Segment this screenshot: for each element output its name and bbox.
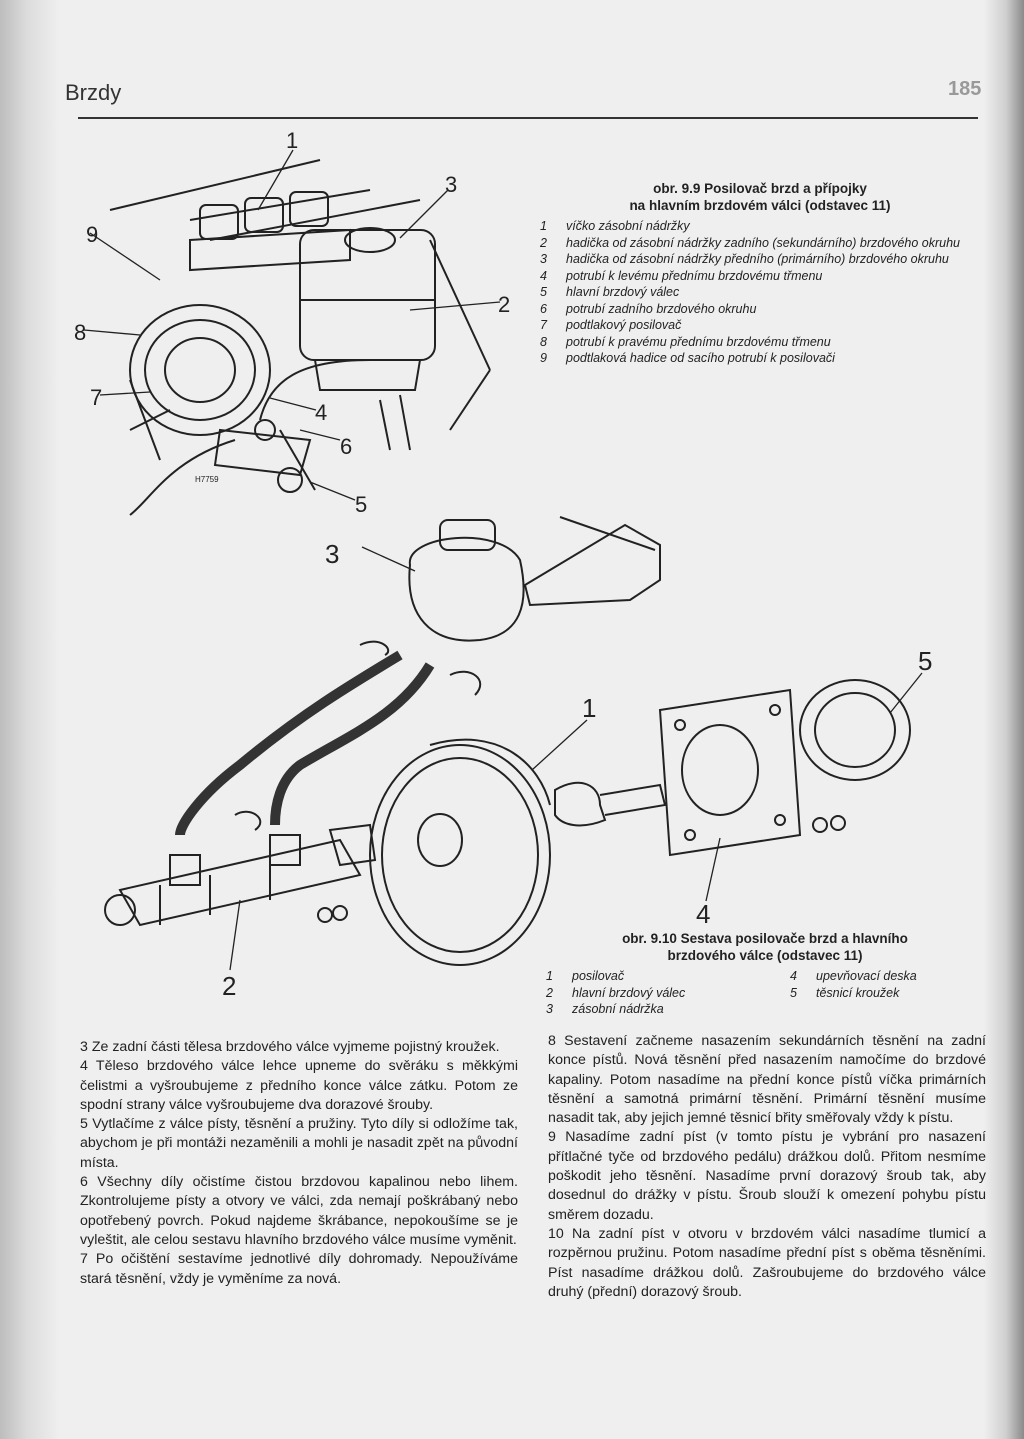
legend-number: 2 (540, 235, 547, 250)
figure-9-9-drawing: 1 9 3 2 8 7 4 6 5 H7759 (74, 130, 510, 517)
legend-text: posilovač (572, 969, 625, 983)
fig9-callout-1: 1 (286, 130, 298, 153)
legend-number: 2 (546, 985, 553, 1000)
legend-number: 3 (546, 1002, 553, 1016)
legend-item: 5 těsnicí kroužek (790, 985, 970, 1002)
legend-item: 4 upevňovací deska (790, 968, 970, 985)
fig10-callout-2: 2 (222, 971, 236, 1001)
legend-text: hadička od zásobní nádržky předního (pri… (566, 252, 949, 266)
legend-text: potrubí k levému přednímu brzdovému třme… (566, 268, 823, 283)
legend-item: 3 hadička od zásobní nádržky předního (pr… (540, 251, 970, 268)
body-paragraph: 8 Sestavení začneme nasazením sekundární… (548, 1033, 986, 1127)
body-paragraph: 10 Na zadní píst v otvoru v brzdovém vál… (548, 1225, 986, 1300)
body-paragraph: 5 Vytlačíme z válce písty, těsnění a pru… (80, 1116, 518, 1171)
fig10-callout-5: 5 (918, 646, 932, 676)
body-text-right-column: 8 Sestavení začneme nasazením sekundární… (548, 1032, 986, 1302)
legend-number: 4 (540, 268, 547, 283)
legend-item: 2 hadička od zásobní nádržky zadního (sek… (540, 235, 970, 252)
legend-number: 1 (546, 969, 553, 983)
legend-text: hadička od zásobní nádržky zadního (seku… (566, 235, 961, 250)
figure-9-9-caption-title: obr. 9.9 Posilovač brzd a přípojky na hl… (629, 181, 891, 213)
fig9-callout-2: 2 (498, 292, 510, 317)
legend-number: 8 (540, 334, 547, 349)
figure-9-10-caption-title: obr. 9.10 Sestava posilovače brzd a hlav… (622, 931, 908, 963)
legend-number: 1 (540, 219, 547, 233)
legend-text: hlavní brzdový válec (572, 985, 686, 1000)
legend-number: 6 (540, 301, 547, 316)
legend-text: zásobní nádržka (572, 1002, 664, 1016)
section-title: Brzdy (65, 80, 122, 105)
legend-text: těsnicí kroužek (816, 985, 900, 1000)
page-edge-shadow (984, 0, 1024, 1439)
figure-9-9-legend: 1 víčko zásobní nádržky 2 hadička od zásobn… (540, 218, 970, 367)
legend-number: 5 (540, 285, 547, 299)
figure-9-10-legend-left: 1 posilovač 2 hlavní brzdový válec 3 zásobní … (546, 968, 776, 1018)
legend-item: 8 potrubí k pravému přednímu brzdovému tř… (540, 334, 970, 351)
body-paragraph: 3 Ze zadní části tělesa brzdového válce … (80, 1039, 500, 1055)
figure-9-10-legend-right: 4 upevňovací deska 5 těsnicí kroužek (790, 968, 970, 1001)
fig9-callout-9: 9 (86, 222, 98, 247)
page-number: 185 (948, 78, 982, 100)
legend-item: 1 posilovač (546, 968, 776, 985)
fig9-callout-6: 6 (340, 434, 352, 459)
body-paragraph: 4 Těleso brzdového válce lehce upneme do… (80, 1058, 518, 1113)
legend-item: 2 hlavní brzdový válec (546, 985, 776, 1002)
fig9-callout-4: 4 (315, 400, 327, 425)
legend-item: 7 podtlakový posilovač (540, 317, 970, 334)
fig9-ref-code: H7759 (195, 475, 219, 484)
fig9-callout-7: 7 (90, 385, 102, 410)
legend-item: 9 podtlaková hadice od sacího potrubí k p… (540, 350, 970, 367)
body-paragraph: 7 Po očištění sestavíme jednotlivé díly … (80, 1251, 518, 1287)
body-text-left-column: 3 Ze zadní části tělesa brzdového válce … (80, 1038, 518, 1289)
fig10-callout-1: 1 (582, 693, 596, 723)
fig10-callout-4: 4 (696, 899, 710, 929)
legend-number: 5 (790, 985, 797, 1000)
header-rule (78, 117, 978, 119)
legend-item: 4 potrubí k levému přednímu brzdovému třm… (540, 268, 970, 285)
legend-text: podtlakový posilovač (566, 318, 682, 332)
legend-item: 5 hlavní brzdový válec (540, 284, 970, 301)
legend-text: podtlaková hadice od sacího potrubí k po… (566, 351, 835, 365)
body-paragraph: 6 Všechny díly očistíme čistou brzdovou … (80, 1174, 518, 1248)
fig9-callout-3: 3 (445, 172, 457, 197)
legend-number: 7 (540, 318, 547, 332)
legend-number: 3 (540, 252, 547, 266)
legend-item: 1 víčko zásobní nádržky (540, 218, 970, 235)
legend-text: potrubí zadního brzdového okruhu (566, 301, 757, 316)
fig10-callout-3: 3 (325, 539, 339, 569)
figure-9-10-drawing: 3 5 1 4 2 (104, 516, 932, 1001)
body-paragraph: 9 Nasadíme zadní píst (v tomto pístu je … (548, 1129, 986, 1223)
legend-text: upevňovací deska (816, 969, 917, 983)
legend-number: 9 (540, 351, 547, 365)
legend-item: 6 potrubí zadního brzdového okruhu (540, 301, 970, 318)
page-gutter-shadow (0, 0, 60, 1439)
legend-text: víčko zásobní nádržky (566, 219, 690, 233)
legend-text: potrubí k pravému přednímu brzdovému třm… (566, 334, 831, 349)
fig9-callout-8: 8 (74, 320, 86, 345)
legend-number: 4 (790, 969, 797, 983)
fig9-callout-5: 5 (355, 492, 367, 517)
legend-text: hlavní brzdový válec (566, 285, 680, 299)
legend-item: 3 zásobní nádržka (546, 1001, 776, 1018)
